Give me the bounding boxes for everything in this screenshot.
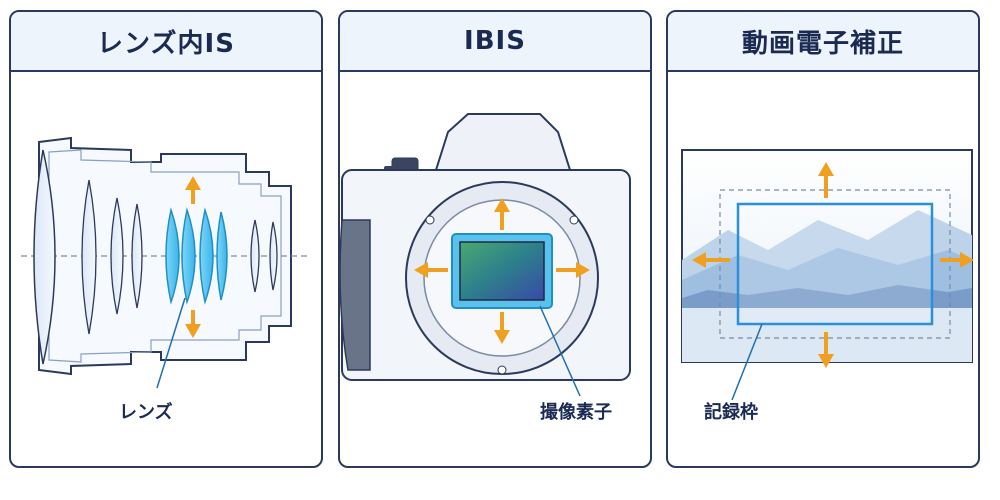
eis-header: 動画電子補正 xyxy=(668,12,978,72)
camera-prism xyxy=(434,113,572,171)
is-lens-group xyxy=(165,207,228,305)
element-6 xyxy=(250,219,260,293)
element-7 xyxy=(269,221,278,291)
up-arrow-icon xyxy=(185,176,201,204)
element-3 xyxy=(110,197,124,315)
lens-callout-leader xyxy=(156,297,186,389)
eis-title: 動画電子補正 xyxy=(741,28,904,59)
recording-frame-callout-label: 記録枠 xyxy=(704,402,758,423)
eis-panel: 動画電子補正 xyxy=(666,10,980,468)
lens-is-title: レンズ内IS xyxy=(97,28,235,59)
camera-grip xyxy=(340,219,371,371)
left-arrow-icon xyxy=(692,252,730,268)
image-sensor xyxy=(459,241,545,301)
lens-diagram xyxy=(21,136,311,389)
ibis-header: IBIS xyxy=(340,12,650,72)
front-element xyxy=(33,149,56,365)
down-arrow-icon xyxy=(185,310,201,338)
element-2 xyxy=(81,179,97,335)
ibis-panel: IBIS xyxy=(338,10,652,468)
up-arrow-icon xyxy=(494,198,510,230)
sensor-callout-label: 撮像素子 xyxy=(540,402,612,423)
mount-screw xyxy=(497,365,507,375)
lens-barrel-inner xyxy=(48,149,282,363)
lens-is-panel: レンズ内IS xyxy=(9,10,323,468)
right-arrow-icon xyxy=(940,252,974,268)
right-arrow-icon xyxy=(556,262,590,278)
mount-screw xyxy=(569,215,579,225)
camera-diagram xyxy=(340,113,631,397)
mount-screw xyxy=(425,215,435,225)
element-4 xyxy=(131,203,143,309)
up-arrow-icon xyxy=(818,162,834,198)
recording-frame xyxy=(736,202,934,326)
ibis-title: IBIS xyxy=(464,26,526,56)
tree-line xyxy=(682,285,972,308)
lens-callout-label: レンズ xyxy=(119,402,173,423)
sensor-callout-leader xyxy=(539,305,581,397)
left-arrow-icon xyxy=(414,262,448,278)
down-arrow-icon xyxy=(818,332,834,368)
lens-is-header: レンズ内IS xyxy=(11,12,321,72)
eis-diagram xyxy=(681,149,974,401)
recording-frame-callout-leader xyxy=(731,323,763,401)
down-arrow-icon xyxy=(494,312,510,344)
